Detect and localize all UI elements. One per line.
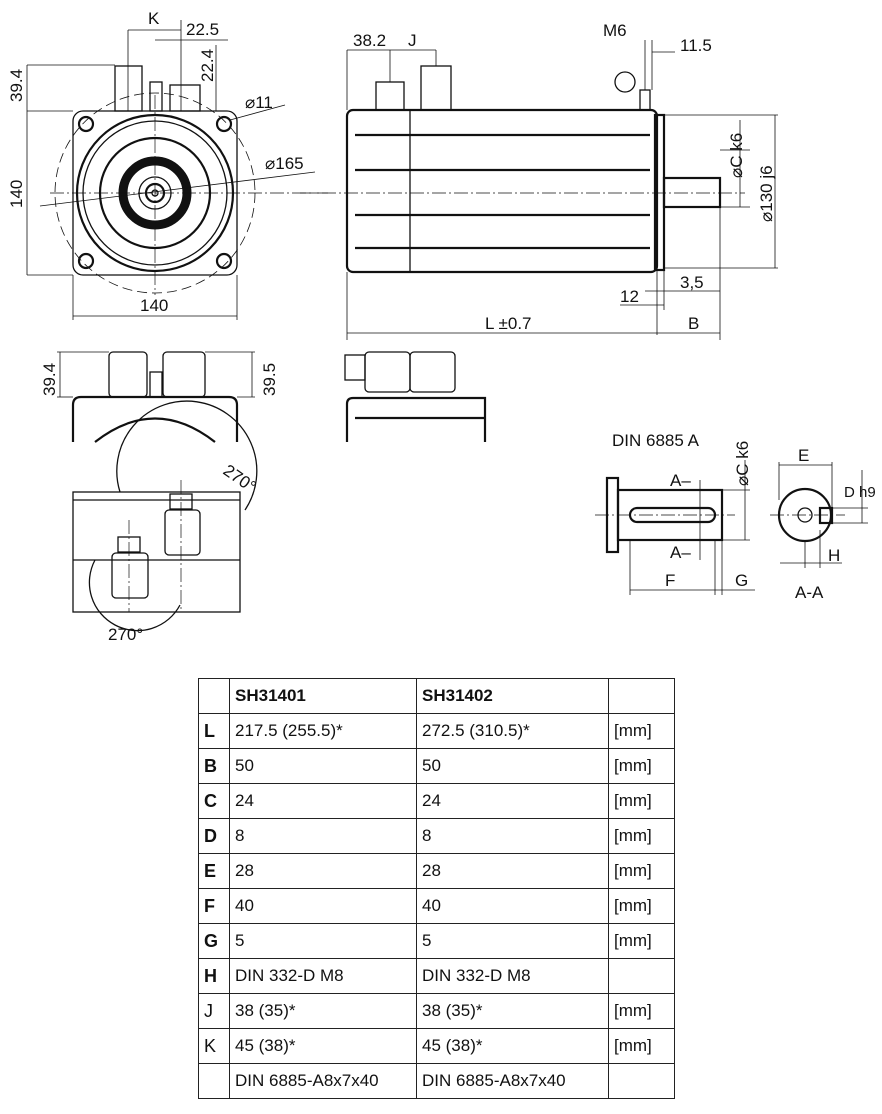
header-key: [198, 678, 230, 714]
value-sh31401: 5: [229, 923, 417, 959]
dim-width-140: 140: [140, 296, 168, 315]
dim-39-5-mid: 39.5: [260, 363, 279, 396]
unit: [mm]: [608, 748, 675, 784]
dim-height-140: 140: [7, 180, 26, 208]
row-key: [198, 1063, 230, 1099]
dim-shaft-dia-detail: ⌀C k6: [733, 441, 752, 486]
dim-e: E: [798, 446, 809, 465]
value-sh31402: 8: [416, 818, 609, 854]
section-mark-top: A–: [670, 471, 691, 490]
unit: [mm]: [608, 713, 675, 749]
row-key: G: [198, 923, 230, 959]
value-sh31402: 24: [416, 783, 609, 819]
value-sh31401: 45 (38)*: [229, 1028, 417, 1064]
unit: [mm]: [608, 993, 675, 1029]
unit: [mm]: [608, 783, 675, 819]
angle-bottom: 270°: [108, 625, 143, 644]
value-sh31401: DIN 6885-A8x7x40: [229, 1063, 417, 1099]
value-sh31401: 40: [229, 888, 417, 924]
unit: [mm]: [608, 818, 675, 854]
header-sh31402: SH31402: [416, 678, 609, 714]
dim-d: D h9: [844, 484, 876, 501]
value-sh31402: 5: [416, 923, 609, 959]
unit: [608, 958, 675, 994]
shaft-detail: DIN 6885 A A– A– ⌀C k6 F G E D h9 H A-A: [595, 431, 876, 602]
technical-drawing: K 22.5 22.4 39.4 140 140 ⌀11 ⌀165: [7, 9, 876, 644]
table-header-row: SH31401 SH31402: [198, 678, 675, 714]
dim-b: B: [688, 314, 699, 333]
section-mark-bottom: A–: [670, 543, 691, 562]
dim-bolt-circle-165: ⌀165: [265, 154, 304, 173]
row-key: J: [198, 993, 230, 1029]
dim-k: K: [148, 9, 160, 28]
dim-38-2: 38.2: [353, 31, 386, 50]
value-sh31402: DIN 6885-A8x7x40: [416, 1063, 609, 1099]
value-sh31401: DIN 332-D M8: [229, 958, 417, 994]
value-sh31401: 8: [229, 818, 417, 854]
mounting-holes: [77, 115, 233, 270]
dim-hole-11: ⌀11: [245, 93, 273, 112]
dim-3-5: 3,5: [680, 273, 704, 292]
unit: [mm]: [608, 888, 675, 924]
shaft-detail-title: DIN 6885 A: [612, 431, 700, 450]
value-sh31402: 40: [416, 888, 609, 924]
unit: [mm]: [608, 923, 675, 959]
dim-f: F: [665, 571, 675, 590]
unit: [608, 1063, 675, 1099]
value-sh31401: 28: [229, 853, 417, 889]
unit: [mm]: [608, 1028, 675, 1064]
dim-m6: M6: [603, 21, 627, 40]
value-sh31402: 45 (38)*: [416, 1028, 609, 1064]
value-sh31402: 50: [416, 748, 609, 784]
top-partial-view: 39.4 39.5: [40, 351, 279, 443]
row-key: K: [198, 1028, 230, 1064]
row-key: D: [198, 818, 230, 854]
value-sh31402: DIN 332-D M8: [416, 958, 609, 994]
row-key: C: [198, 783, 230, 819]
dim-22-4: 22.4: [198, 49, 217, 82]
dim-39-4-mid: 39.4: [40, 363, 59, 396]
value-sh31402: 272.5 (310.5)*: [416, 713, 609, 749]
front-view: K 22.5 22.4 39.4 140 140 ⌀11 ⌀165: [7, 9, 330, 320]
value-sh31401: 217.5 (255.5)*: [229, 713, 417, 749]
header-unit: [608, 678, 675, 714]
value-sh31401: 24: [229, 783, 417, 819]
value-sh31401: 38 (35)*: [229, 993, 417, 1029]
dim-11-5: 11.5: [680, 36, 712, 55]
unit: [mm]: [608, 853, 675, 889]
dim-39-4: 39.4: [7, 69, 26, 102]
dim-shaft-dia: ⌀C k6: [727, 133, 746, 178]
dim-12: 12: [620, 287, 639, 306]
dim-length-l: L ±0.7: [485, 314, 532, 333]
row-key: E: [198, 853, 230, 889]
value-sh31402: 38 (35)*: [416, 993, 609, 1029]
dim-pilot-dia: ⌀130 j6: [757, 165, 776, 222]
value-sh31401: 50: [229, 748, 417, 784]
dim-g: G: [735, 571, 748, 590]
row-key: H: [198, 958, 230, 994]
dim-j: J: [408, 31, 417, 50]
side-view: 38.2 J M6 11.5 ⌀C k6 ⌀130 j6 3,5 12 L ±0…: [300, 21, 778, 340]
row-key: F: [198, 888, 230, 924]
row-key: L: [198, 713, 230, 749]
section-label: A-A: [795, 583, 824, 602]
row-key: B: [198, 748, 230, 784]
dim-22-5: 22.5: [186, 20, 219, 39]
value-sh31402: 28: [416, 853, 609, 889]
header-sh31401: SH31401: [229, 678, 417, 714]
side-partial-view: [344, 351, 487, 442]
dim-h: H: [828, 546, 840, 565]
